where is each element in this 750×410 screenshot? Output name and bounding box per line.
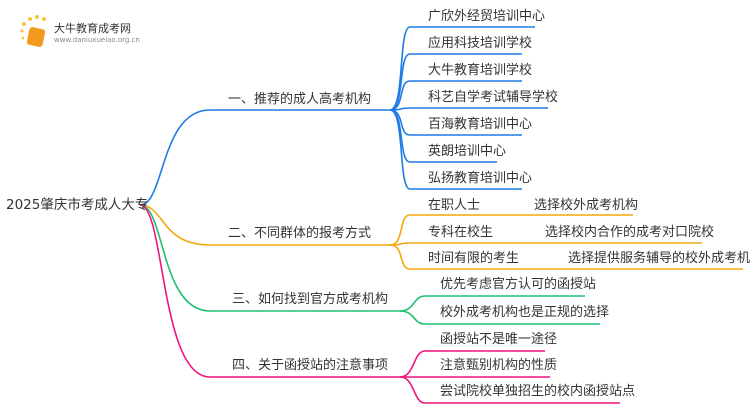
leaf[interactable]: 弘扬教育培训中心 bbox=[428, 171, 533, 186]
leaf[interactable]: 尝试院校单独招生的校内函授站点 bbox=[440, 384, 636, 399]
leaf-line bbox=[389, 107, 548, 111]
logo-title: 大牛教育成考网 bbox=[54, 22, 131, 35]
branch-1-label[interactable]: 一、推荐的成人高考机构 bbox=[228, 92, 372, 107]
leaf[interactable]: 注意甄别机构的性质 bbox=[440, 358, 558, 373]
leaf[interactable]: 校外成考机构也是正规的选择 bbox=[440, 305, 610, 320]
leaf[interactable]: 函授站不是唯一途径 bbox=[440, 332, 558, 347]
leaf[interactable]: 广欣外经贸培训中心 bbox=[428, 9, 546, 24]
leaf-line bbox=[389, 244, 743, 270]
leaf-line bbox=[389, 53, 522, 111]
branch-1-line bbox=[139, 109, 390, 206]
leaf[interactable]: 优先考虑官方认可的函授站 bbox=[440, 277, 597, 292]
leaf-line bbox=[389, 242, 702, 246]
leaf-detail[interactable]: 选择提供服务辅导的校外成考机构 bbox=[568, 251, 750, 266]
branch-4-label[interactable]: 四、关于函授站的注意事项 bbox=[232, 358, 389, 373]
leaf[interactable]: 大牛教育培训学校 bbox=[428, 63, 533, 78]
branch-2-line bbox=[139, 204, 390, 246]
branch-3-line bbox=[139, 204, 400, 312]
logo-icon bbox=[20, 15, 46, 47]
leaf[interactable]: 科艺自学考试辅导学校 bbox=[428, 90, 559, 105]
leaf[interactable]: 专科在校生 bbox=[428, 225, 494, 240]
leaf-detail[interactable]: 选择校外成考机构 bbox=[534, 198, 639, 213]
leaf-line bbox=[399, 350, 545, 378]
branch-4-line bbox=[139, 204, 400, 378]
leaf-line bbox=[399, 376, 620, 404]
logo-url: www.daniuxueiao.org.cn bbox=[54, 36, 140, 44]
leaf[interactable]: 应用科技培训学校 bbox=[428, 36, 533, 51]
leaf-line bbox=[399, 310, 600, 325]
root-node[interactable]: 2025肇庆市考成人大专 bbox=[6, 197, 149, 213]
leaf-detail[interactable]: 选择校内合作的成考对口院校 bbox=[545, 225, 715, 240]
leaf-line bbox=[399, 295, 585, 312]
leaf[interactable]: 在职人士 bbox=[428, 198, 481, 213]
leaf[interactable]: 时间有限的考生 bbox=[428, 251, 520, 266]
branch-3-label[interactable]: 三、如何找到官方成考机构 bbox=[232, 292, 389, 307]
leaf-line bbox=[389, 109, 522, 190]
branch-2-label[interactable]: 二、不同群体的报考方式 bbox=[228, 226, 372, 241]
leaf-line bbox=[389, 26, 535, 111]
leaf-line bbox=[389, 214, 633, 246]
leaf[interactable]: 百海教育培训中心 bbox=[428, 117, 533, 132]
leaf[interactable]: 英朗培训中心 bbox=[428, 144, 507, 159]
leaf-line bbox=[389, 80, 522, 111]
